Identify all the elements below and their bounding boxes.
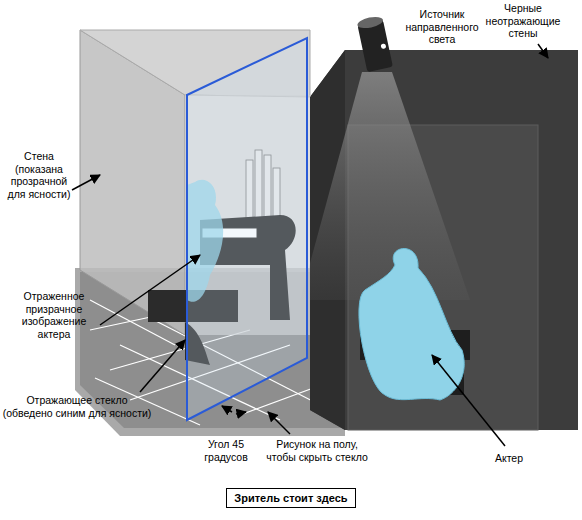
callout-label: Черные неотражающие стены — [478, 2, 568, 40]
callout-label: Отражающее стекло (обведено синим для яс… — [2, 394, 152, 419]
reflecting-glass — [187, 38, 307, 420]
light-source — [356, 15, 392, 72]
node-text: Зритель стоит здесь — [234, 492, 347, 504]
callout-label: Отраженное призрачное изображение актера — [4, 290, 104, 340]
callout-label: Угол 45 градусов — [196, 438, 256, 463]
leader-lines — [72, 44, 548, 446]
callout-label: Источник направленного света — [392, 8, 492, 46]
callout-label: Актер — [484, 452, 534, 465]
viewer-box: Зритель стоит здесь — [226, 488, 355, 508]
actor-figure — [359, 248, 464, 400]
callout-label: Рисунок на полу, чтобы скрыть стекло — [262, 438, 372, 463]
callout-label: Стена (показана прозрачной для ясности) — [4, 150, 74, 200]
light-beam — [300, 72, 470, 300]
